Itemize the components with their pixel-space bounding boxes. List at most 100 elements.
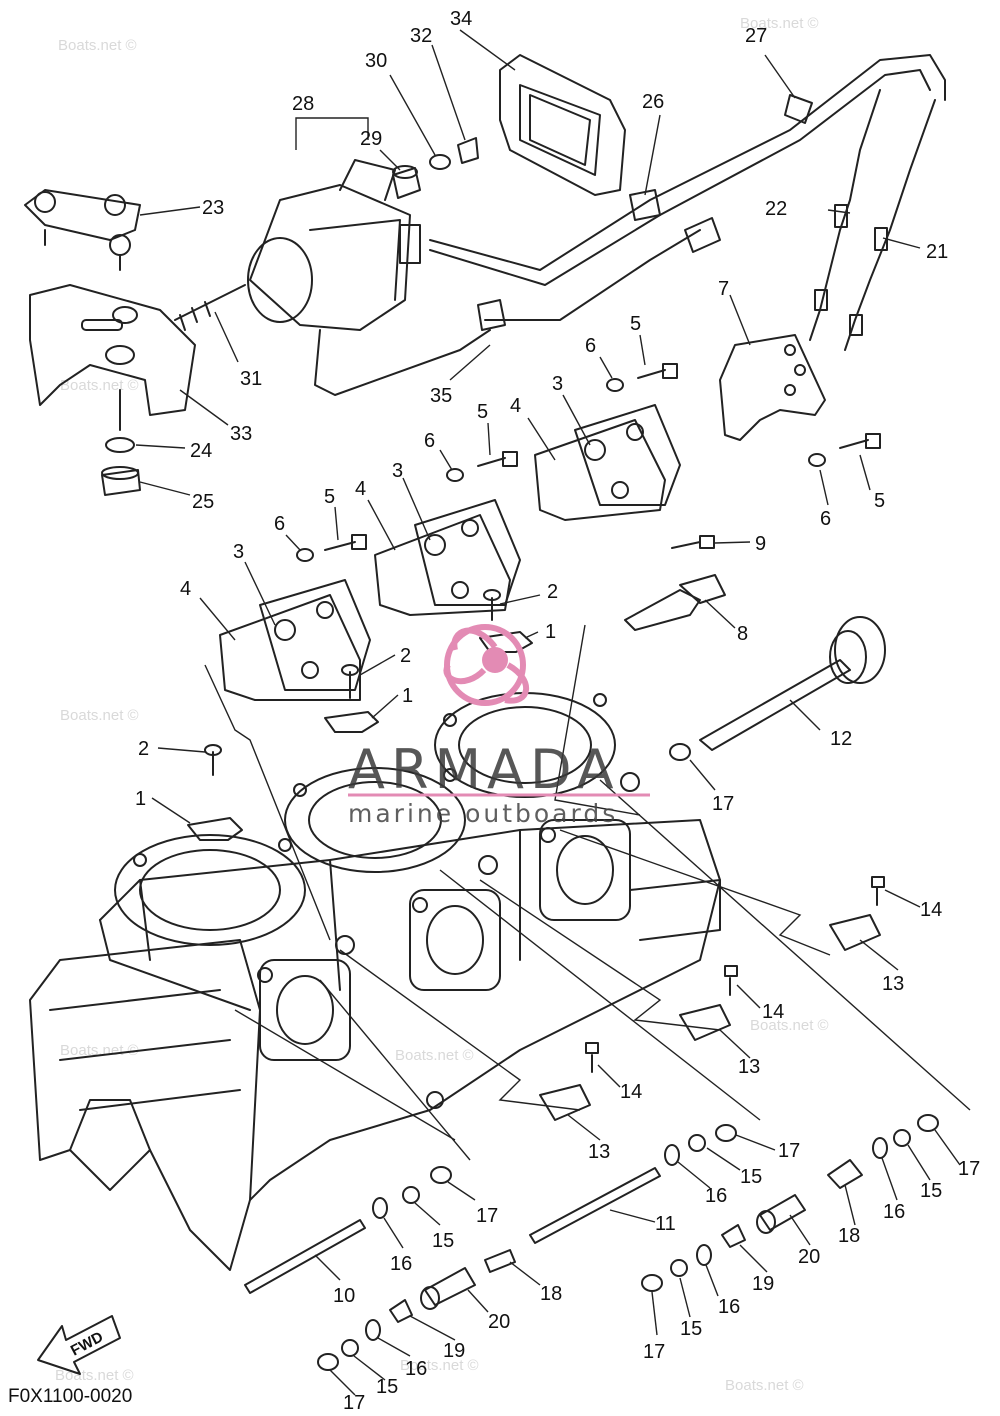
callout-18: 18 [838, 1225, 860, 1247]
callout-17: 17 [476, 1205, 498, 1227]
grommet-drawing [392, 137, 479, 199]
callout-4: 4 [355, 478, 366, 500]
engine-block-drawing [29, 692, 721, 1271]
callout-18: 18 [540, 1283, 562, 1305]
mount-bracket-drawing [24, 189, 141, 271]
callout-17: 17 [778, 1140, 800, 1162]
callout-1: 1 [135, 788, 146, 810]
callout-8: 8 [737, 623, 748, 645]
cable-harness-drawing [314, 54, 946, 396]
callout-16: 16 [705, 1185, 727, 1207]
callout-1: 1 [402, 685, 413, 707]
watermark: Boats.net © [60, 1042, 139, 1059]
callout-10: 10 [333, 1285, 355, 1307]
callout-3: 3 [552, 373, 563, 395]
callout-32: 32 [410, 25, 432, 47]
watermark: Boats.net © [60, 377, 139, 394]
callout-4: 4 [510, 395, 521, 417]
callout-3: 3 [233, 541, 244, 563]
callout-22: 22 [765, 198, 787, 220]
callout-14: 14 [762, 1001, 784, 1023]
callout-16: 16 [390, 1253, 412, 1275]
watermark: Boats.net © [750, 1017, 829, 1034]
callout-2: 2 [138, 738, 149, 760]
callout-24: 24 [190, 440, 212, 462]
small-hardware-drawing [317, 1114, 939, 1371]
callout-26: 26 [642, 91, 664, 113]
callout-35: 35 [430, 385, 452, 407]
engine-mount-drawing [29, 284, 196, 431]
callout-15: 15 [432, 1230, 454, 1252]
callout-6: 6 [585, 335, 596, 357]
clip-screw-sets [539, 876, 885, 1121]
callout-labels: 34 32 30 27 28 26 29 23 22 21 7 5 6 31 3… [135, 8, 980, 1414]
bolts-washers-drawing [296, 363, 881, 562]
watermark: Boats.net © [740, 15, 819, 32]
callout-13: 13 [738, 1056, 760, 1078]
callout-6: 6 [424, 430, 435, 452]
callout-20: 20 [488, 1311, 510, 1333]
watermark-layer: Boats.net © Boats.net © Boats.net © Boat… [55, 15, 829, 1394]
callout-5: 5 [630, 313, 641, 335]
watermark: Boats.net © [60, 707, 139, 724]
callout-20: 20 [798, 1246, 820, 1268]
document-code: F0X1100-0020 [8, 1386, 133, 1407]
callout-2: 2 [547, 581, 558, 603]
sensor-plug-drawing [624, 535, 726, 631]
callout-16: 16 [718, 1296, 740, 1318]
leader-lines [135, 29, 961, 1396]
callout-5: 5 [874, 490, 885, 512]
callout-21: 21 [926, 241, 948, 263]
callout-28: 28 [292, 93, 314, 115]
callout-9: 9 [755, 533, 766, 555]
callout-4: 4 [180, 578, 191, 600]
watermark: Boats.net © [725, 1377, 804, 1394]
cover-gasket-set-1 [219, 579, 371, 701]
callout-27: 27 [745, 25, 767, 47]
callout-17: 17 [958, 1158, 980, 1180]
callout-23: 23 [202, 197, 224, 219]
callout-34: 34 [450, 8, 472, 30]
cover-plate-drawing [499, 54, 626, 196]
propeller-logo-icon [443, 624, 529, 706]
washer-nut-drawing [101, 437, 141, 496]
callout-7: 7 [718, 278, 729, 300]
cover-gasket-set-2 [374, 499, 521, 616]
watermark: Boats.net © [58, 37, 137, 54]
brand-tagline: marine outboards [348, 799, 618, 828]
brand-name: ARMADA [348, 738, 620, 801]
callout-14: 14 [920, 899, 942, 921]
callout-30: 30 [365, 50, 387, 72]
callout-33: 33 [230, 423, 252, 445]
callout-1: 1 [545, 621, 556, 643]
watermark: Boats.net © [400, 1357, 479, 1374]
assembly-guide-lines [204, 624, 971, 1161]
callout-15: 15 [376, 1376, 398, 1398]
watermark: Boats.net © [395, 1047, 474, 1064]
callout-15: 15 [740, 1166, 762, 1188]
callout-17: 17 [343, 1392, 365, 1414]
callout-19: 19 [752, 1273, 774, 1295]
throttle-sensor-drawing [174, 159, 421, 331]
arrow-forward-icon: FWD [37, 1315, 121, 1375]
callout-3: 3 [392, 460, 403, 482]
callout-17: 17 [643, 1341, 665, 1363]
callout-29: 29 [360, 128, 382, 150]
callout-6: 6 [820, 508, 831, 530]
callout-17: 17 [712, 793, 734, 815]
callout-19: 19 [443, 1340, 465, 1362]
link-shafts-drawing [244, 1167, 661, 1294]
callout-13: 13 [882, 973, 904, 995]
callout-5: 5 [324, 486, 335, 508]
callout-25: 25 [192, 491, 214, 513]
clamps-screws-drawing [187, 589, 533, 841]
callout-5: 5 [477, 401, 488, 423]
callout-15: 15 [920, 1180, 942, 1202]
callout-11: 11 [655, 1213, 676, 1235]
callout-31: 31 [240, 368, 262, 390]
callout-16: 16 [405, 1358, 427, 1380]
callout-16: 16 [883, 1201, 905, 1223]
brand-watermark: ARMADA marine outboards [348, 624, 650, 828]
callout-6: 6 [274, 513, 285, 535]
